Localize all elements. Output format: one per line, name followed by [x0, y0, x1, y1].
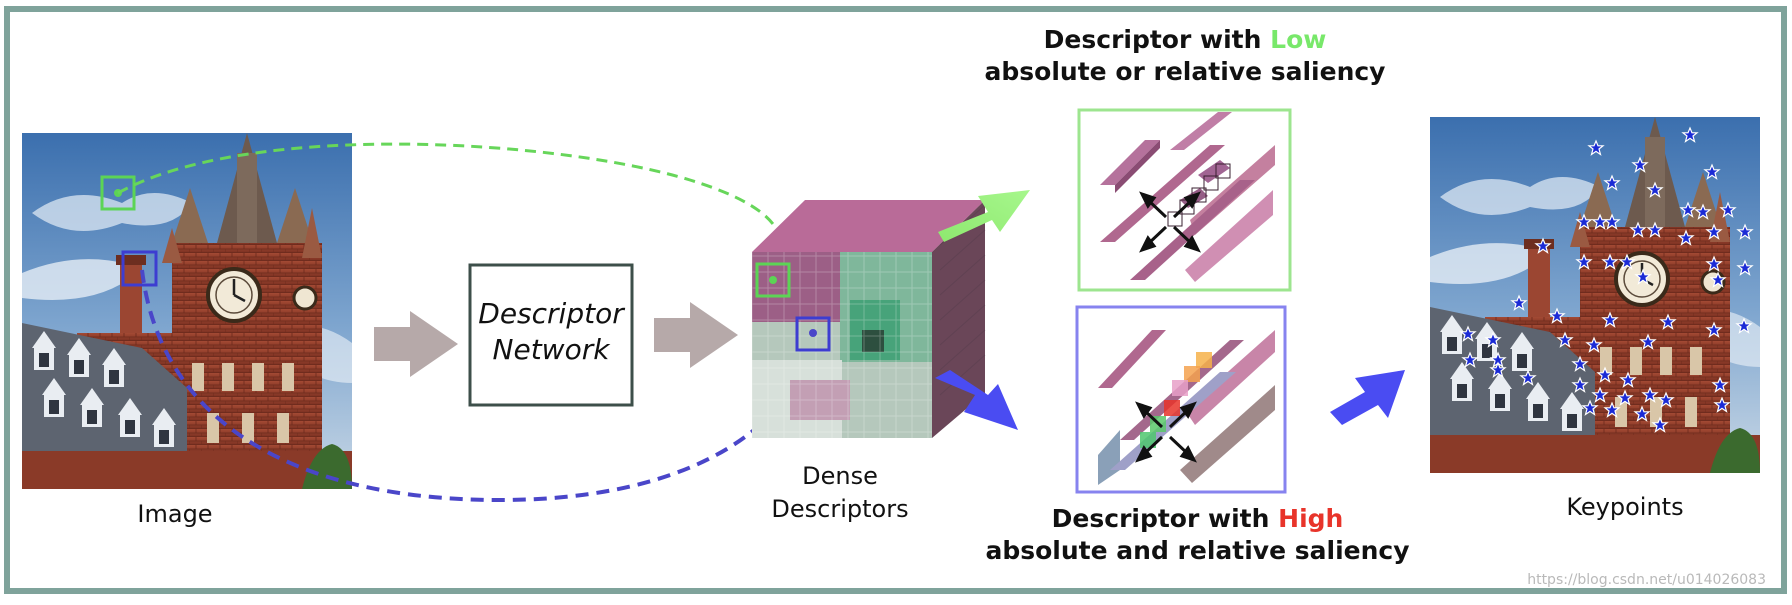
green-patch-box — [100, 175, 136, 211]
green-branch-arrow — [938, 190, 1030, 242]
cube-blue-dot — [809, 329, 817, 337]
low-title-line1: Descriptor with Low — [960, 24, 1410, 56]
network-label: Descriptor Network — [470, 296, 632, 368]
cube-green-dot — [769, 276, 777, 284]
blue-branch-arrow — [935, 370, 1018, 430]
cube-green-patch — [755, 262, 791, 298]
dense-descriptors-label: Dense Descriptors — [740, 460, 940, 526]
arrow-right-icon — [374, 311, 458, 377]
descriptor-network-box — [468, 263, 634, 407]
high-direction-arrows — [1135, 401, 1197, 463]
high-title-prefix: Descriptor with — [1051, 504, 1279, 533]
cube-blue-patch — [795, 316, 831, 352]
high-title-highlight: High — [1278, 504, 1344, 533]
watermark: https://blog.csdn.net/u014026083 — [1527, 572, 1766, 588]
network-label-line2: Network — [492, 333, 610, 366]
high-title-line2: absolute and relative saliency — [985, 536, 1410, 565]
low-title-prefix: Descriptor with — [1043, 25, 1271, 54]
low-saliency-title: Descriptor with Low absolute or relative… — [960, 24, 1410, 88]
network-label-line1: Descriptor — [478, 297, 624, 330]
input-image — [20, 131, 354, 491]
image-label: Image — [137, 500, 213, 528]
high-saliency-slabs — [1098, 330, 1275, 485]
high-title-line1: Descriptor with High — [960, 503, 1435, 535]
dense-label-line2: Descriptors — [771, 495, 909, 523]
low-title-highlight: Low — [1270, 25, 1327, 54]
low-title-line2: absolute or relative saliency — [984, 57, 1386, 86]
high-saliency-title: Descriptor with High absolute and relati… — [960, 503, 1435, 567]
low-direction-arrows — [1139, 191, 1201, 253]
keypoint-arrow — [1330, 370, 1405, 425]
blue-patch-box — [121, 250, 158, 287]
dense-label-line1: Dense — [802, 462, 878, 490]
arrow-right-icon — [654, 302, 738, 368]
keypoints-label: Keypoints — [1566, 493, 1684, 521]
